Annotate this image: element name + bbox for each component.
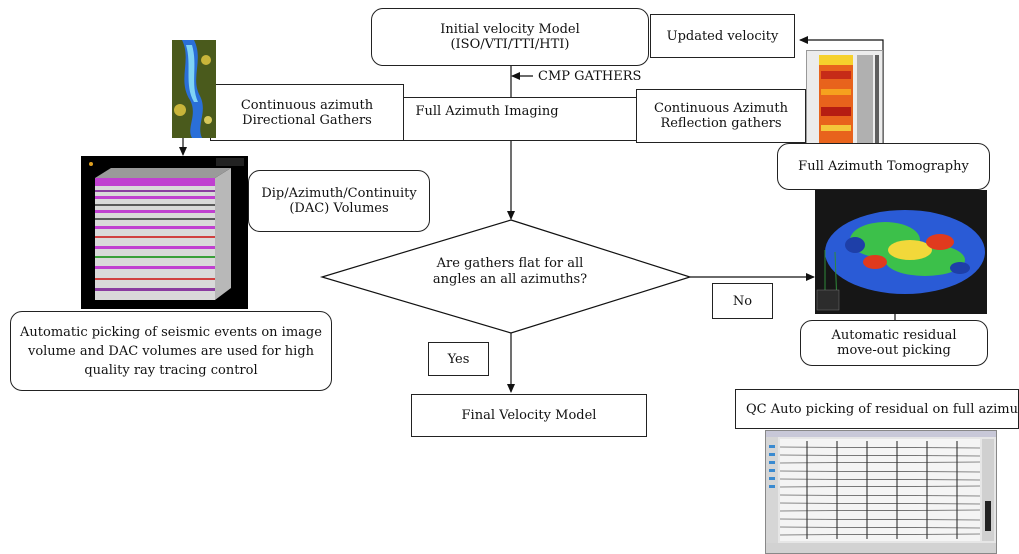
decision-line2: angles an all azimuths? bbox=[432, 272, 588, 287]
qc-caption-box: QC Auto picking of residual on full azim… bbox=[735, 389, 1019, 429]
decision-line1: Are gathers flat for all bbox=[436, 256, 584, 271]
initial-velocity-model-box: Initial velocity Model (ISO/VTI/TTI/HTI) bbox=[371, 8, 649, 66]
final-velocity-model-box: Final Velocity Model bbox=[411, 394, 647, 437]
auto-picking-line2: volume and DAC volumes are used for high bbox=[27, 343, 315, 359]
directional-gathers-line2: Directional Gathers bbox=[242, 112, 372, 128]
directional-gathers-box: Continuous azimuth Directional Gathers bbox=[210, 84, 404, 141]
cmp-gathers-label: CMP GATHERS bbox=[538, 69, 642, 84]
velocity-volume-image bbox=[806, 50, 883, 148]
decision-diamond: Are gathers flat for all angles an all a… bbox=[390, 256, 630, 288]
reflection-gathers-line2: Reflection gathers bbox=[660, 116, 782, 131]
full-azimuth-tomography-label: Full Azimuth Tomography bbox=[798, 159, 969, 174]
auto-picking-line1: Automatic picking of seismic events on i… bbox=[20, 324, 322, 340]
qc-caption: QC Auto picking of residual on full azim… bbox=[746, 401, 1018, 417]
seismic-volume-image bbox=[81, 156, 248, 309]
residual-line2: move-out picking bbox=[837, 343, 951, 358]
updated-velocity-box: Updated velocity bbox=[650, 14, 795, 58]
automatic-picking-box: Automatic picking of seismic events on i… bbox=[10, 311, 332, 391]
directional-gathers-image bbox=[172, 40, 216, 138]
tomography-image bbox=[815, 190, 987, 314]
dac-line1: Dip/Azimuth/Continuity bbox=[261, 186, 417, 201]
initial-model-title: Initial velocity Model bbox=[440, 22, 580, 37]
updated-velocity-label: Updated velocity bbox=[666, 28, 779, 44]
final-velocity-model-label: Final Velocity Model bbox=[461, 408, 597, 423]
directional-gathers-line1: Continuous azimuth bbox=[240, 97, 374, 113]
initial-model-types: (ISO/VTI/TTI/HTI) bbox=[450, 37, 570, 52]
qc-gather-screenshot bbox=[765, 430, 997, 554]
residual-line1: Automatic residual bbox=[831, 328, 957, 343]
yes-label: Yes bbox=[447, 351, 470, 367]
no-label: No bbox=[732, 293, 753, 309]
yes-label-box: Yes bbox=[428, 342, 489, 376]
reflection-gathers-box: Continuous Azimuth Reflection gathers bbox=[636, 89, 806, 143]
full-azimuth-imaging-label: Full Azimuth Imaging bbox=[415, 103, 559, 119]
full-azimuth-tomography-box: Full Azimuth Tomography bbox=[777, 143, 990, 190]
residual-moveout-box: Automatic residual move-out picking bbox=[800, 320, 988, 366]
dac-volumes-box: Dip/Azimuth/Continuity (DAC) Volumes bbox=[248, 170, 430, 232]
reflection-gathers-line1: Continuous Azimuth bbox=[654, 101, 788, 116]
dac-line2: (DAC) Volumes bbox=[289, 201, 389, 216]
no-label-box: No bbox=[712, 283, 773, 319]
auto-picking-line3: quality ray tracing control bbox=[84, 362, 258, 378]
